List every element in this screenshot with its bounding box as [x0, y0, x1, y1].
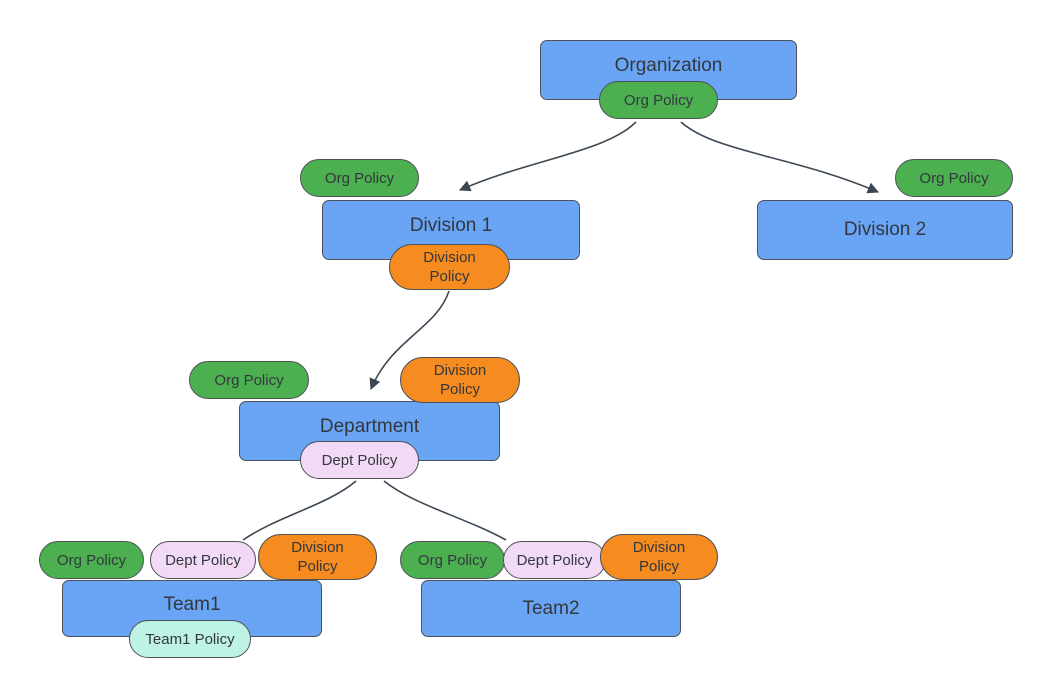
badge-label: Division Policy [632, 539, 686, 575]
node-organization-label: Organization [614, 55, 723, 76]
edge-organization-division1 [458, 121, 637, 192]
badge-division-policy-team1: Division Policy [258, 534, 377, 580]
badge-label: Dept Policy [516, 551, 593, 569]
badge-label: Dept Policy [165, 551, 241, 569]
badge-label: Org Policy [56, 551, 127, 569]
badge-label: Org Policy [324, 169, 395, 187]
node-team2-label: Team2 [522, 597, 580, 619]
node-division1-label: Division 1 [409, 215, 493, 236]
badge-label: Org Policy [919, 169, 989, 187]
badge-label: Team1 Policy [145, 630, 235, 648]
badge-team1-policy-team1: Team1 Policy [129, 620, 251, 658]
badge-org-policy-division2: Org Policy [895, 159, 1013, 197]
edge-department-team1 [242, 480, 357, 541]
badge-dept-policy-department: Dept Policy [300, 441, 419, 479]
badge-label: Division Policy [433, 362, 487, 398]
badge-label: Org Policy [214, 371, 284, 389]
node-division2-label: Division 2 [843, 219, 927, 240]
edge-department-team2 [383, 480, 507, 541]
badge-label: Org Policy [623, 91, 694, 109]
badge-label: Division Policy [423, 249, 476, 285]
edge-organization-division2 [680, 121, 880, 194]
badge-dept-policy-team1: Dept Policy [150, 541, 256, 579]
badge-dept-policy-team2: Dept Policy [503, 541, 606, 579]
badge-org-policy-department: Org Policy [189, 361, 309, 399]
badge-label: Division Policy [291, 539, 344, 575]
badge-org-policy-team1: Org Policy [39, 541, 144, 579]
badge-org-policy-division1: Org Policy [300, 159, 419, 197]
badge-label: Org Policy [417, 551, 488, 569]
badge-division-policy-department: Division Policy [400, 357, 520, 403]
badge-label: Dept Policy [321, 451, 398, 469]
badge-org-policy-team2: Org Policy [400, 541, 505, 579]
badge-org-policy-organization: Org Policy [599, 81, 718, 119]
node-department-label: Department [319, 416, 420, 437]
node-division2: Division 2 [757, 200, 1013, 260]
badge-division-policy-division1: Division Policy [389, 244, 510, 290]
node-team1-label: Team1 [163, 593, 221, 615]
node-team2: Team2 [421, 580, 681, 637]
badge-division-policy-team2: Division Policy [600, 534, 718, 580]
